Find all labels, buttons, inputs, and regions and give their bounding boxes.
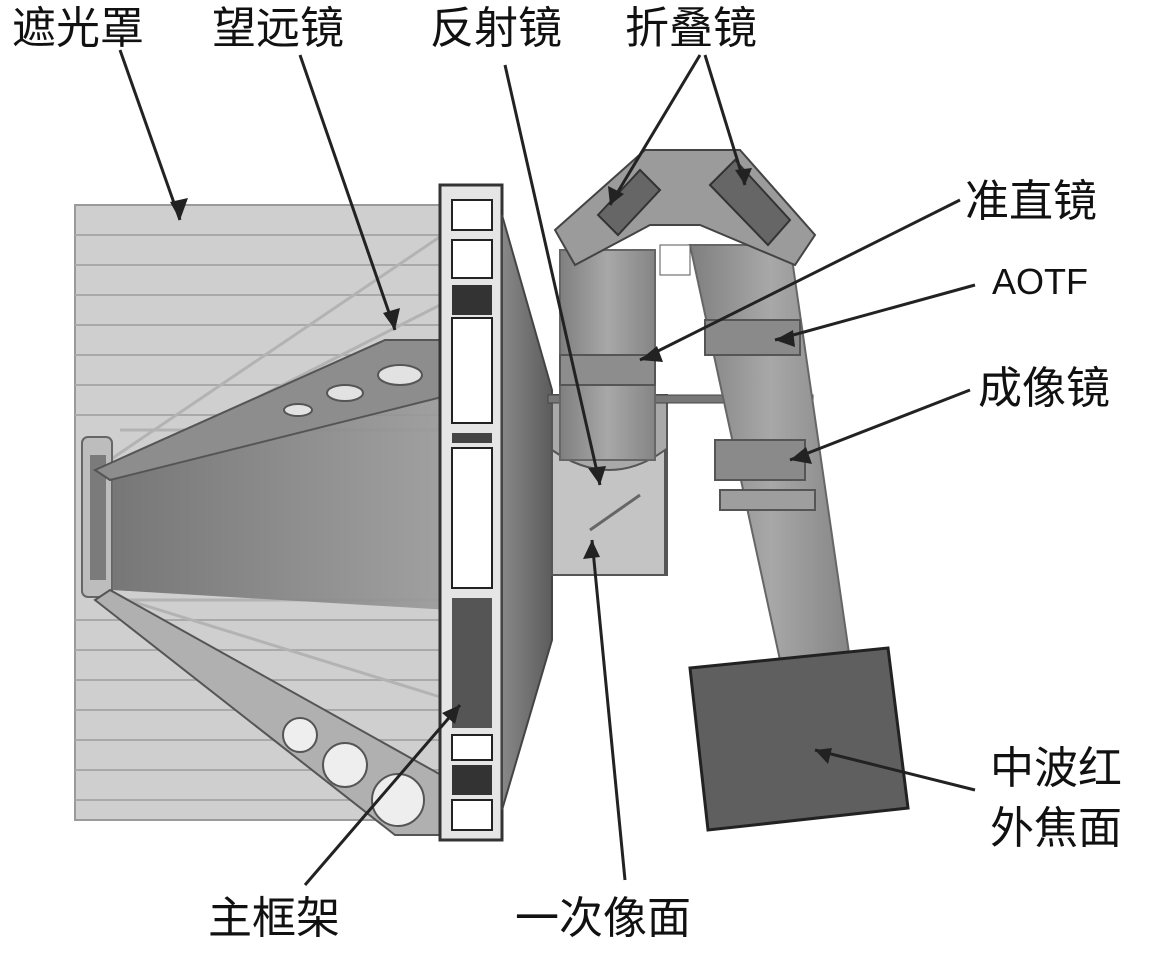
imaging-tube — [688, 244, 852, 661]
leader-collimator — [639, 198, 961, 362]
label-aotf: AOTF — [992, 261, 1088, 302]
collimator-tube — [559, 249, 656, 461]
label-sunshade: 遮光罩 — [12, 3, 144, 54]
label-collimator: 准直镜 — [965, 176, 1097, 227]
label-mwir-line1: 中波红 — [990, 743, 1122, 794]
telescope-light-cone — [112, 380, 450, 610]
upper-spider-arm — [92, 339, 451, 482]
label-imaging-lens: 成像镜 — [978, 363, 1110, 414]
secondary-mirror — [81, 436, 113, 598]
leader-fold-2 — [703, 54, 747, 186]
leader-image-plane — [590, 539, 627, 881]
label-mwir-line2: 外焦面 — [990, 803, 1122, 854]
label-fold-mirror: 折叠镜 — [625, 3, 757, 54]
lower-spider-arm — [93, 588, 451, 836]
label-primary-image-plane: 一次像面 — [515, 893, 691, 944]
main-frame — [438, 183, 504, 842]
leader-main-frame — [303, 704, 462, 886]
label-main-frame: 主框架 — [208, 893, 340, 944]
label-telescope: 望远镜 — [212, 3, 344, 54]
leader-focal-plane — [814, 748, 976, 792]
leader-telescope — [298, 54, 397, 331]
leader-fold-1 — [608, 54, 702, 206]
label-reflector: 反射镜 — [430, 3, 562, 54]
primary-mirror-housing — [501, 214, 553, 811]
fold-mirror-housing — [553, 149, 817, 276]
leader-reflector — [503, 64, 602, 486]
leader-aotf — [774, 283, 976, 342]
mwir-focal-plane — [688, 646, 910, 832]
leader-sunshade — [118, 49, 182, 221]
leader-imaging — [789, 388, 971, 462]
